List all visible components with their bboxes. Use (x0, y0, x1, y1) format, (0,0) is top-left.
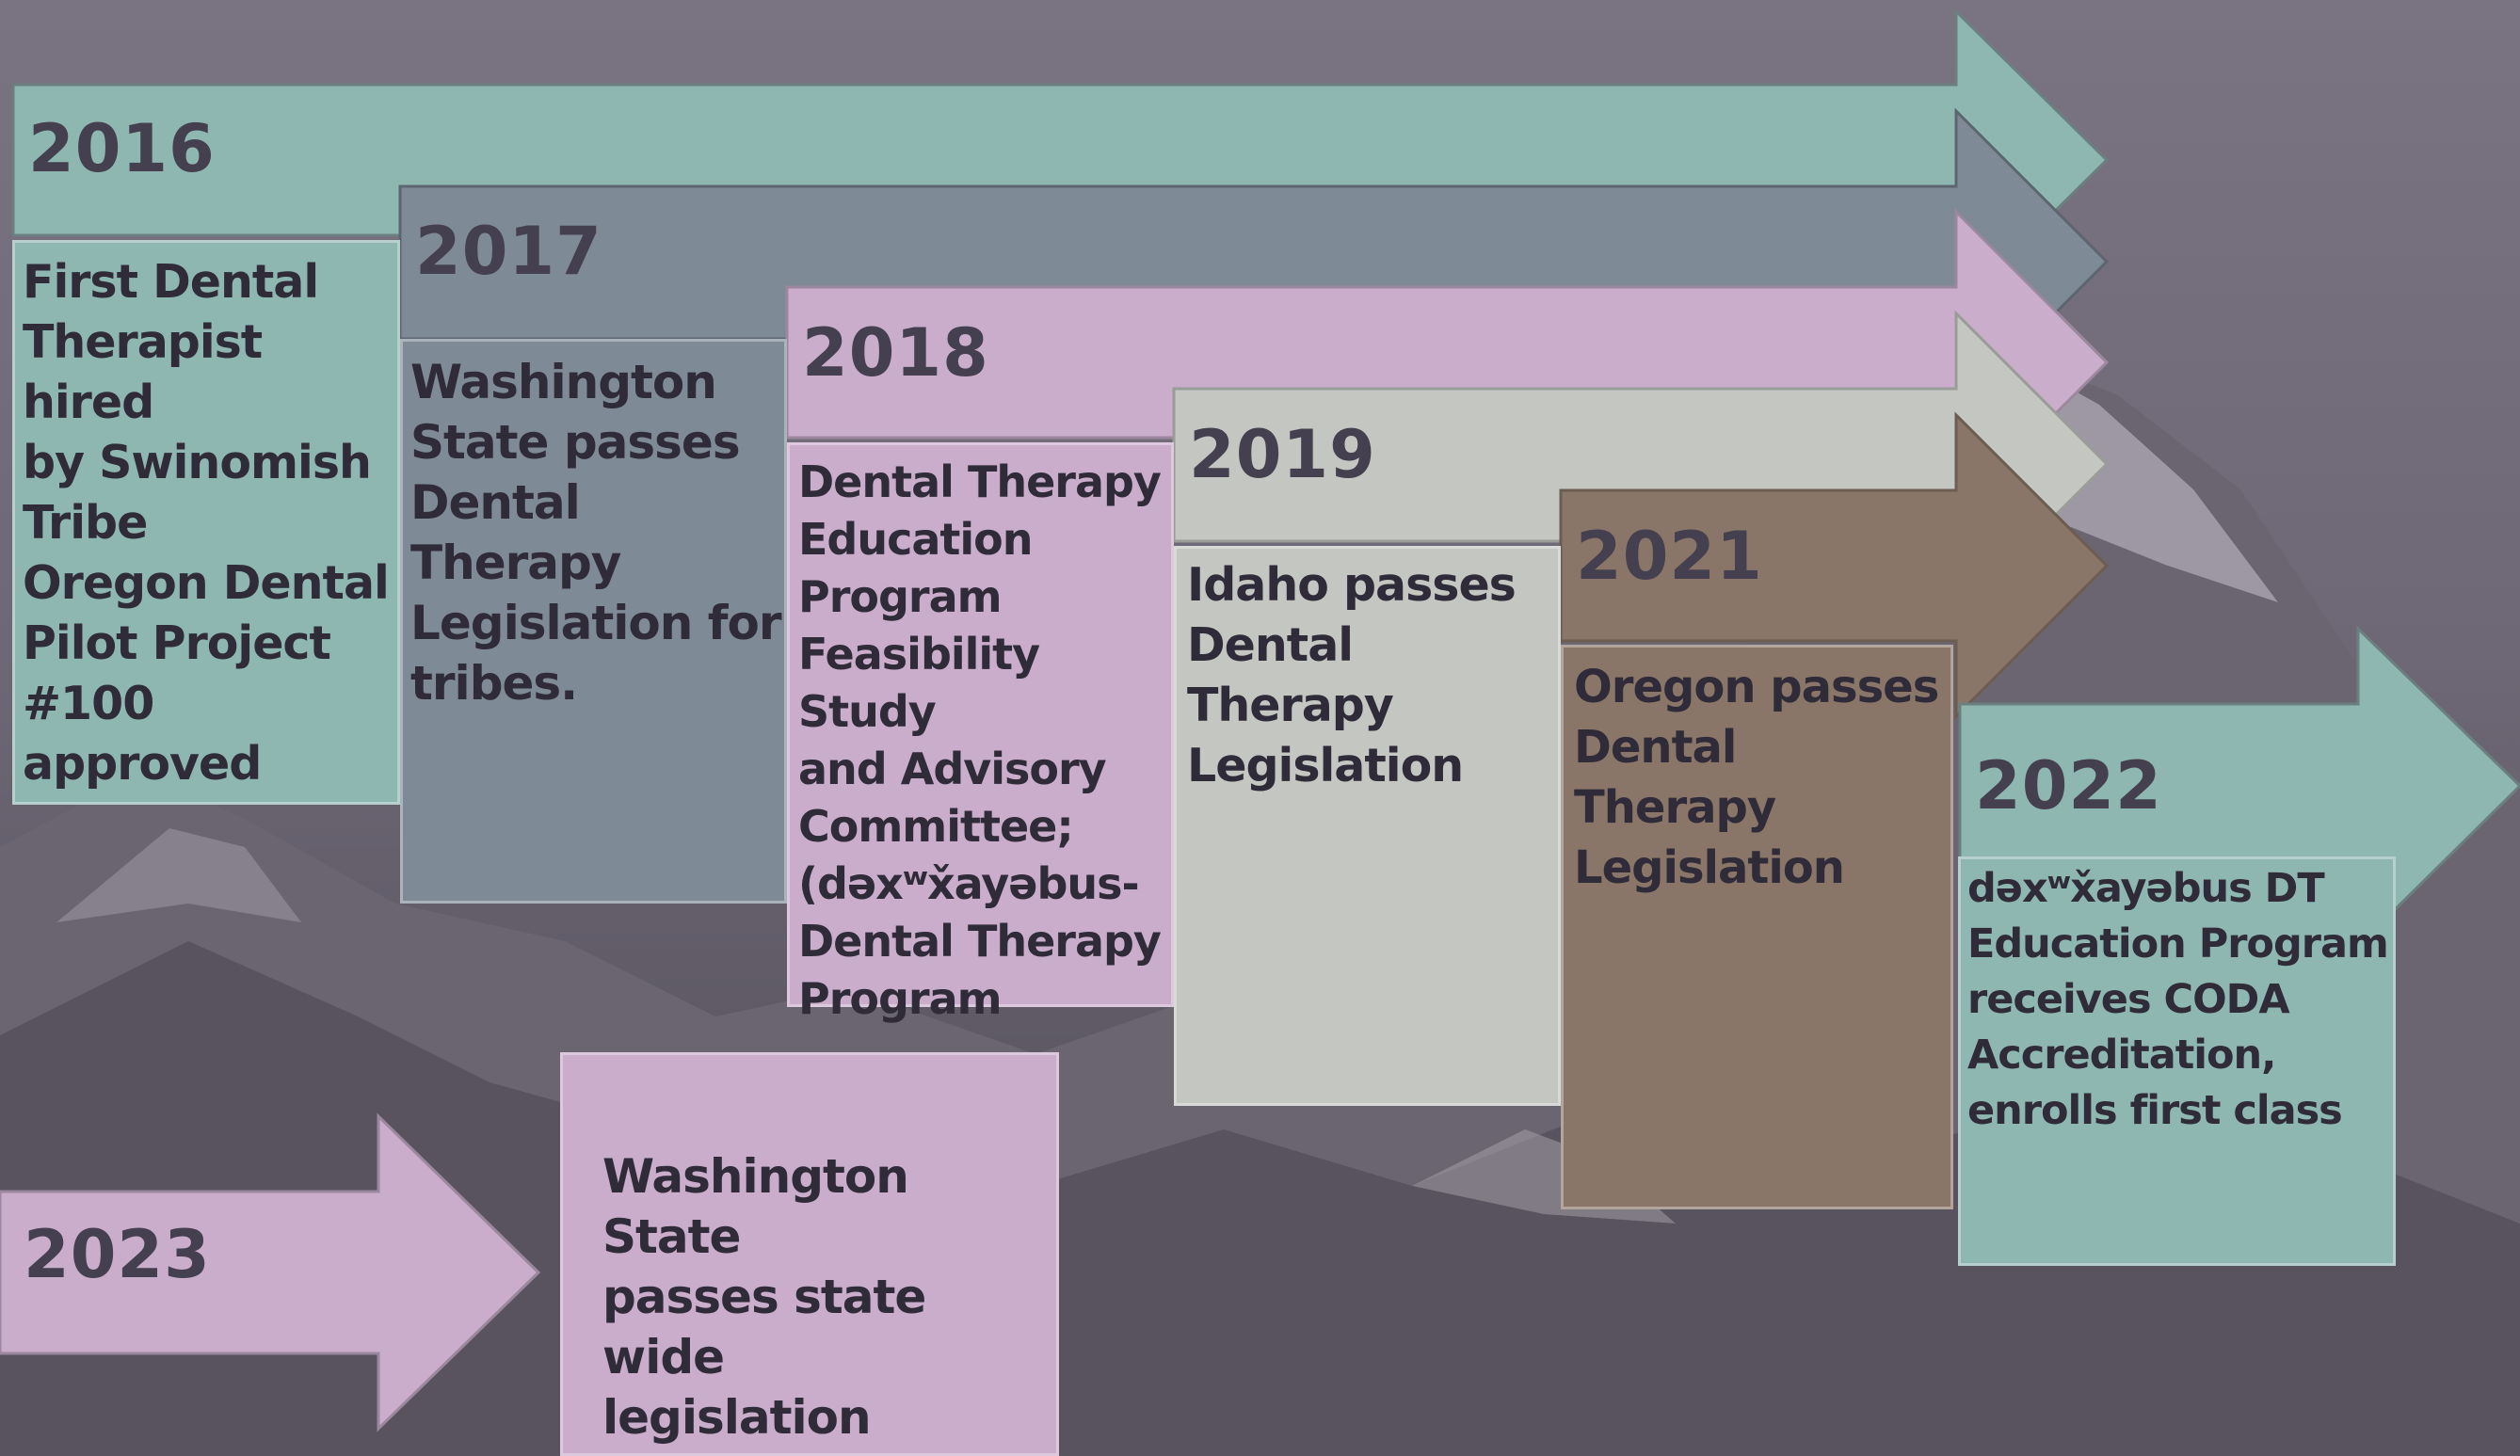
mountain-snow-patches-left (56, 828, 301, 922)
event-line: passes state wide (602, 1270, 926, 1384)
event-line: Pilot Project (23, 616, 331, 670)
event-line: Dental Therapy (1574, 721, 1776, 834)
event-line: Legislation (1574, 841, 1845, 894)
event-line: Program (798, 571, 1003, 622)
event-line: by Swinomish (23, 436, 372, 489)
event-box-2017 (400, 339, 787, 904)
event-line: Idaho passes (1187, 558, 1517, 612)
event-line: #100 approved (23, 677, 262, 791)
event-text-2017: Washington State passes Dental Therapy L… (410, 352, 783, 713)
event-line: Accreditation, (1967, 1032, 2277, 1079)
event-line: Legislation (1187, 739, 1464, 792)
event-line: First Dental (23, 255, 319, 309)
event-line: Committee; (798, 801, 1074, 852)
event-line: Education Program (1967, 920, 2389, 968)
event-line: Tribe (23, 496, 148, 550)
event-line: Therapist hired (23, 315, 263, 429)
event-line: Washington (410, 355, 717, 409)
event-text-2021: Oregon passes Dental Therapy Legislation (1574, 657, 1950, 898)
event-line: receives CODA (1967, 976, 2290, 1023)
event-box-2023 (560, 1052, 1059, 1456)
event-line: and Advisory (798, 744, 1107, 794)
year-label-2018: 2018 (802, 314, 989, 392)
event-line: tribes. (410, 656, 578, 711)
year-label-2021: 2021 (1576, 518, 1763, 595)
event-line: Dental Therapy (1187, 618, 1394, 732)
event-line: State passes (410, 415, 741, 470)
arrow-2023 (0, 1112, 541, 1432)
event-line: Oregon passes (1574, 661, 1939, 713)
year-label-2023: 2023 (24, 1216, 211, 1293)
year-label-2016: 2016 (28, 110, 216, 187)
event-line: (dəxʷx̌ayəbus- (798, 858, 1140, 909)
event-line: enrolls first class (1967, 1087, 2343, 1134)
event-line: dəxʷx̌ayəbus DT (1967, 865, 2325, 912)
event-line: Program (798, 973, 1003, 1024)
year-label-2019: 2019 (1189, 416, 1376, 493)
event-text-2016: First Dental Therapist hired by Swinomis… (23, 252, 395, 794)
event-text-2019: Idaho passes Dental Therapy Legislation (1187, 555, 1560, 796)
event-line: Oregon Dental (23, 556, 390, 610)
event-box-2019 (1174, 546, 1561, 1106)
year-label-2022: 2022 (1975, 747, 2162, 824)
event-line: Washington State (602, 1149, 909, 1264)
event-line: Dental Therapy (798, 916, 1162, 967)
event-text-2022: dəxʷx̌ayəbus DT Education Program receiv… (1967, 861, 2393, 1139)
event-line: Education (798, 514, 1034, 565)
event-box-2016 (12, 240, 400, 805)
event-line: Legislation for (410, 596, 782, 650)
arrow-2021 (1559, 411, 2110, 720)
event-line: Dental Therapy (798, 456, 1162, 507)
event-box-2021 (1561, 645, 1953, 1209)
event-box-2018 (787, 442, 1174, 1007)
event-line: Dental Therapy (410, 475, 621, 590)
event-line: legislation (602, 1390, 872, 1445)
event-line: Feasibility Study (798, 629, 1040, 737)
event-text-2023: Washington State passes state wide legis… (602, 1146, 1054, 1448)
event-box-2022 (1958, 856, 2396, 1266)
event-text-2018: Dental Therapy Education Program Feasibi… (798, 454, 1171, 1028)
year-label-2017: 2017 (415, 213, 602, 290)
